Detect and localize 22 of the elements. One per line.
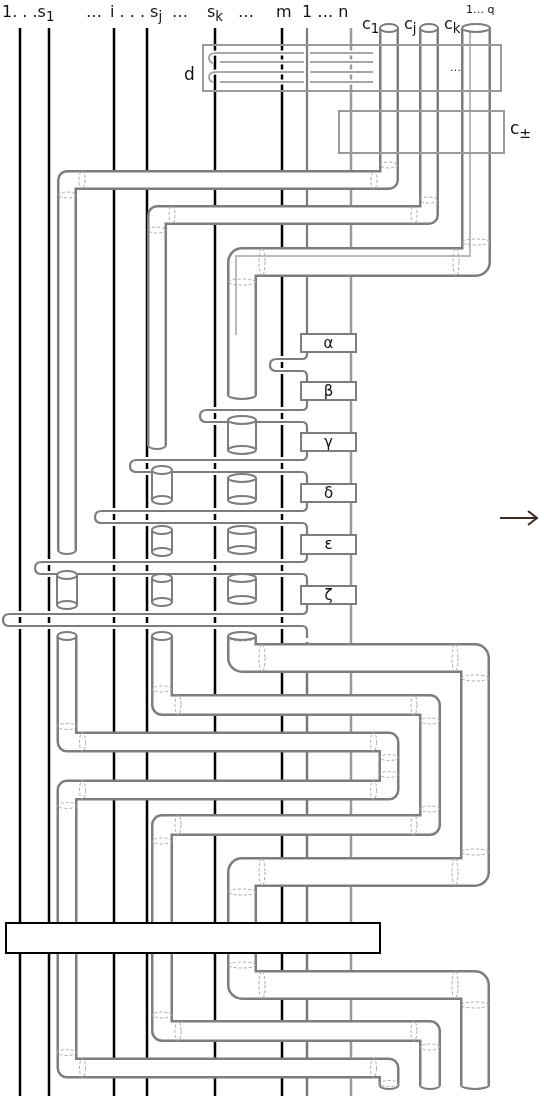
strand-label: … xyxy=(86,4,102,20)
coupon-box: δ xyxy=(300,483,357,503)
strand-label: m xyxy=(276,4,292,20)
band-box xyxy=(5,922,381,954)
region-label: c$_{±}$ xyxy=(510,120,532,141)
strand-label: i . . . s$_{j}$ xyxy=(110,4,163,24)
strand-label: … xyxy=(238,4,254,20)
coupon-box: ζ xyxy=(300,585,357,605)
strand-label: … xyxy=(172,4,188,20)
coupon-box: β xyxy=(300,381,357,401)
strand-label: 1. . .s$_{1}$ xyxy=(2,4,55,24)
strand-label: 1 … n xyxy=(302,4,349,20)
strand-label: 1… q xyxy=(466,4,495,15)
coupon-box: α xyxy=(300,333,357,353)
strand-label: s$_{k}$ xyxy=(207,4,224,24)
ellipsis-label: … xyxy=(450,62,461,73)
strand-label: c$_{1}$ xyxy=(362,16,380,36)
coupon-box: γ xyxy=(300,432,357,452)
strand-label: c$_{k}$ xyxy=(444,16,461,36)
strand-label: c$_{j}$ xyxy=(404,16,417,36)
coupon-box: ε xyxy=(300,534,357,555)
region-label: d xyxy=(184,66,195,83)
